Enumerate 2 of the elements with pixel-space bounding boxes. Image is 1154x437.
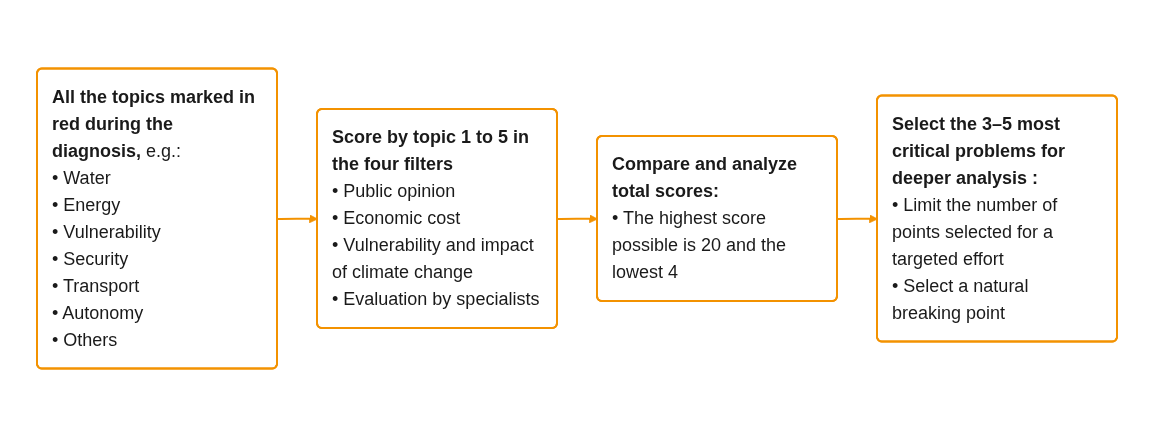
node-text: Compare and analyze total scores: • The highest score possible is 20 and the lowest 4 (612, 154, 798, 282)
node-text: Score by topic 1 to 5 in the four filters • Public opinion • Economic cost • Vulnerability and impact of climate change • Evaluation by specialists (332, 127, 540, 309)
